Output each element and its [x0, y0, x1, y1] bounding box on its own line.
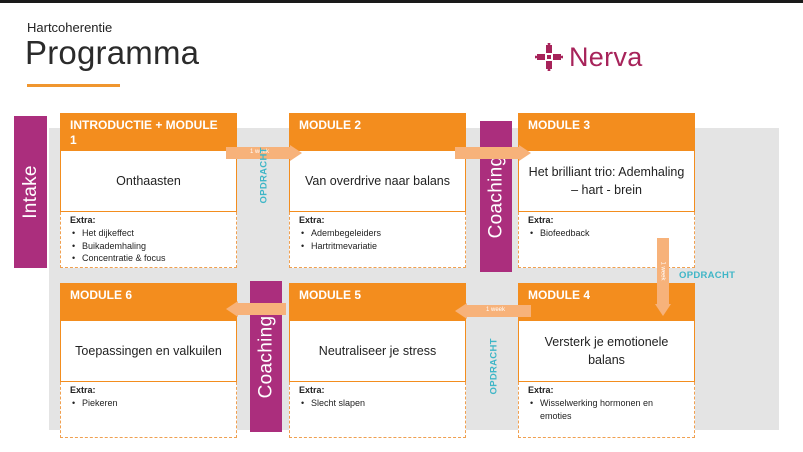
module-card-6: MODULE 6 Toepassingen en valkuilen Extra…: [60, 283, 237, 438]
slide-subtitle: Hartcoherentie: [27, 20, 113, 35]
arrow-right-icon: [455, 145, 531, 161]
module-title: Toepassingen en valkuilen: [60, 321, 237, 382]
opdracht-label: OPDRACHT: [679, 270, 736, 281]
logo-text: Nerva: [569, 41, 643, 72]
extras-item: Hartritmevariatie: [299, 240, 456, 253]
module-extras: Extra: Adembegeleiders Hartritmevariatie: [289, 212, 466, 268]
extras-label: Extra:: [299, 215, 325, 225]
coaching-bar-top: Coaching: [480, 121, 512, 272]
title-underline: [27, 84, 120, 87]
extras-label: Extra:: [299, 385, 325, 395]
nerva-cross-icon: [535, 43, 563, 71]
intake-bar: Intake: [14, 116, 47, 268]
coaching-label-top: Coaching: [485, 155, 506, 238]
slide-title: Programma: [25, 34, 200, 71]
module-card-5: MODULE 5 Neutraliseer je stress Extra: S…: [289, 283, 466, 438]
module-title: Het brilliant trio: Ademhaling – hart - …: [518, 151, 695, 212]
extras-item: Biofeedback: [528, 227, 685, 240]
module-card-2: MODULE 2 Van overdrive naar balans Extra…: [289, 113, 466, 268]
extras-label: Extra:: [528, 385, 554, 395]
module-heading: MODULE 6: [60, 283, 237, 321]
week-label: 1 week: [250, 149, 270, 155]
arrow-left-icon: [226, 301, 286, 317]
extras-item: Slecht slapen: [299, 397, 456, 410]
module-heading: MODULE 5: [289, 283, 466, 321]
module-title: Versterk je emotionele balans: [518, 321, 695, 382]
opdracht-label: OPDRACHT: [258, 147, 270, 204]
extras-label: Extra:: [70, 385, 96, 395]
module-extras: Extra: Het dijkeffect Buikademhaling Con…: [60, 212, 237, 268]
module-extras: Extra: Piekeren: [60, 382, 237, 438]
extras-label: Extra:: [528, 215, 554, 225]
extras-item: Piekeren: [70, 397, 227, 410]
module-title: Neutraliseer je stress: [289, 321, 466, 382]
arrow-down-icon: [655, 238, 671, 316]
module-title: Van overdrive naar balans: [289, 151, 466, 212]
module-heading: MODULE 3: [518, 113, 695, 151]
module-extras: Extra: Wisselwerking hormonen en emoties: [518, 382, 695, 438]
module-extras: Extra: Slecht slapen: [289, 382, 466, 438]
coaching-label-bottom: Coaching: [255, 315, 276, 398]
extras-item: Adembegeleiders: [299, 227, 456, 240]
module-title: Onthaasten: [60, 151, 237, 212]
extras-label: Extra:: [70, 215, 96, 225]
nerva-logo: Nerva: [535, 40, 643, 74]
top-border: [0, 0, 803, 3]
module-card-4: MODULE 4 Versterk je emotionele balans E…: [518, 283, 695, 438]
extras-item: Concentratie & focus: [70, 252, 227, 265]
module-card-3: MODULE 3 Het brilliant trio: Ademhaling …: [518, 113, 695, 268]
module-heading: MODULE 2: [289, 113, 466, 151]
arrow-left-icon: [455, 303, 531, 319]
module-heading: INTRODUCTIE + MODULE 1: [60, 113, 237, 151]
arrow-right-icon: [226, 145, 302, 161]
week-label: 1 week: [659, 261, 666, 281]
opdracht-label: OPDRACHT: [488, 338, 500, 395]
module-card-1: INTRODUCTIE + MODULE 1 Onthaasten Extra:…: [60, 113, 237, 268]
extras-item: Buikademhaling: [70, 240, 227, 253]
intake-label: Intake: [19, 165, 41, 219]
extras-item: Wisselwerking hormonen en emoties: [528, 397, 685, 422]
extras-item: Het dijkeffect: [70, 227, 227, 240]
week-label: 1 week: [486, 307, 506, 313]
